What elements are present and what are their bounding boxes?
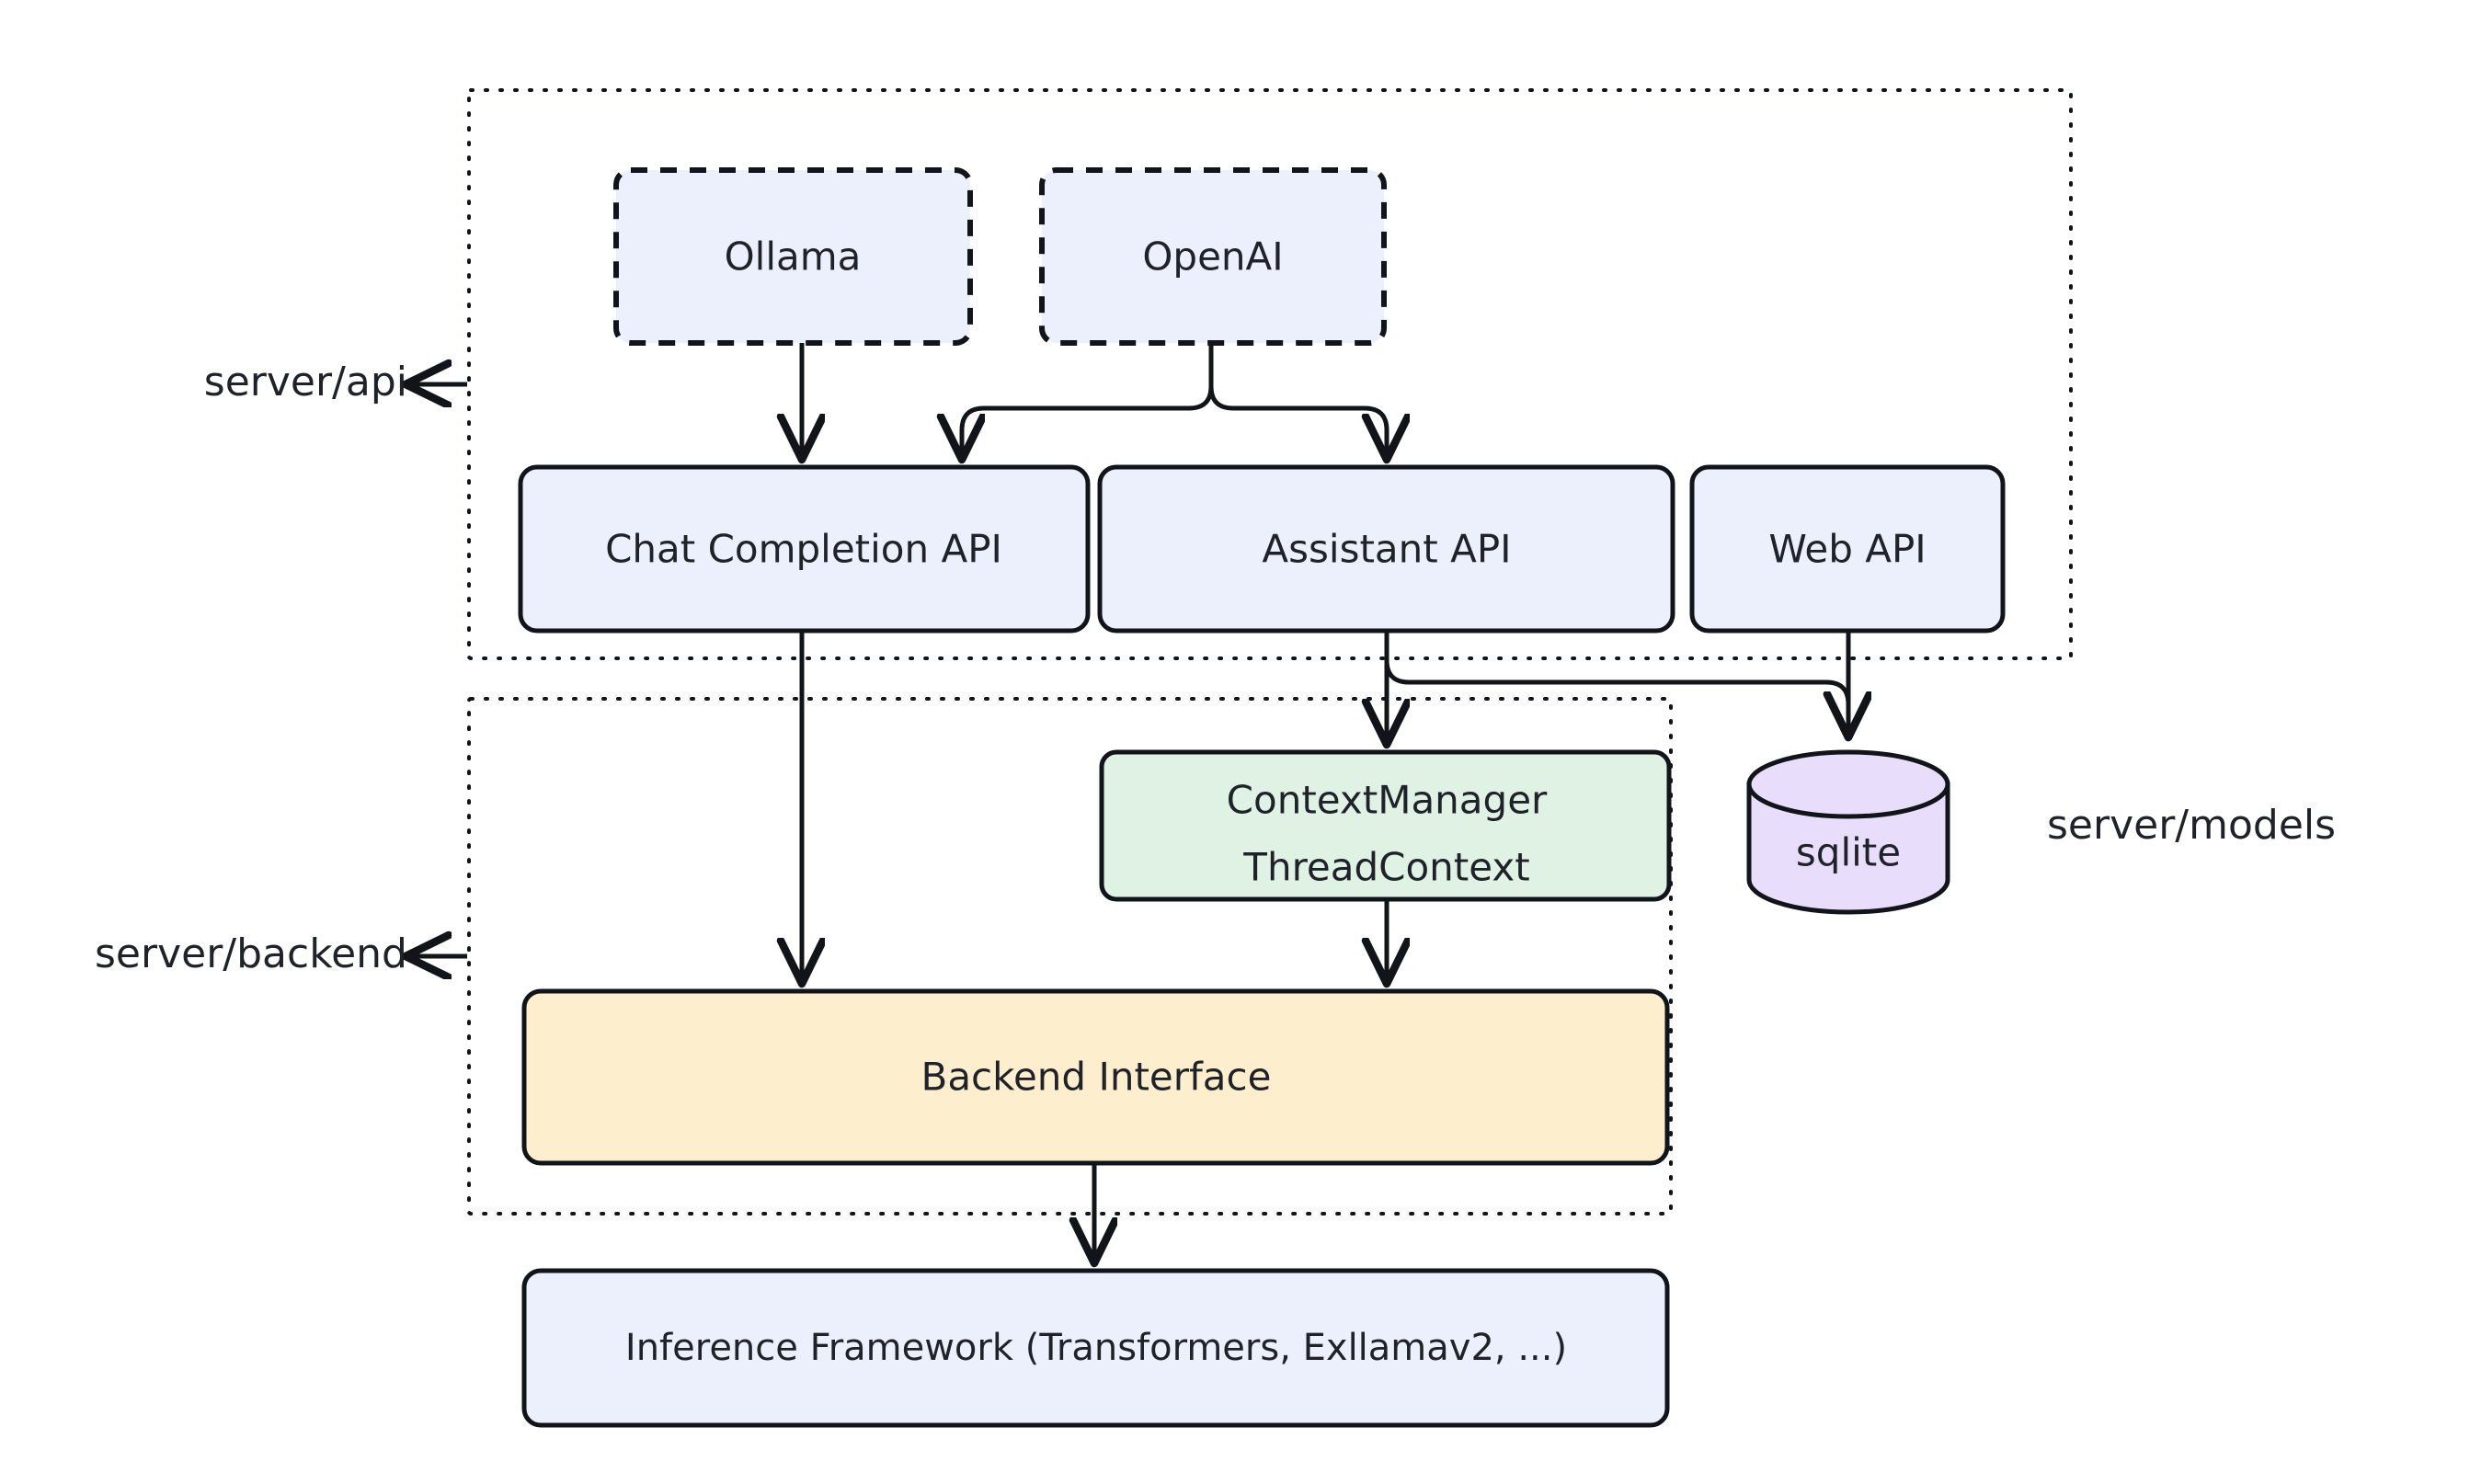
group-label-server-backend: server/backend — [95, 930, 407, 977]
node-chat-completion-api[interactable]: Chat Completion API — [518, 464, 1091, 634]
node-openai-label: OpenAI — [1142, 234, 1283, 280]
group-container-server-backend — [467, 697, 1673, 1216]
node-sqlite-label: sqlite — [1796, 830, 1901, 875]
node-assistant-api-label: Assistant API — [1262, 527, 1511, 572]
node-context-manager-label-line2: ThreadContext — [1242, 845, 1529, 890]
node-assistant-api[interactable]: Assistant API — [1097, 464, 1675, 634]
node-web-api-label: Web API — [1768, 527, 1926, 572]
node-backend-interface[interactable]: Backend Interface — [521, 988, 1670, 1166]
edge-assistant-api-to-sqlite — [1384, 632, 1848, 736]
group-label-server-models: server/models — [2047, 802, 2336, 849]
node-ollama-label: Ollama — [725, 234, 862, 280]
group-label-server-api: server/api — [204, 359, 407, 405]
node-sqlite[interactable]: sqlite — [1746, 749, 1950, 915]
node-backend-interface-label: Backend Interface — [921, 1055, 1272, 1100]
node-openai[interactable]: OpenAI — [1039, 167, 1387, 346]
edge-openai-to-chat-completion-api — [962, 342, 1214, 458]
node-web-api[interactable]: Web API — [1689, 464, 2006, 634]
edge-openai-to-assistant-api — [1208, 342, 1387, 458]
node-inference-framework[interactable]: Inference Framework (Transformers, Exlla… — [521, 1268, 1670, 1428]
node-inference-framework-label: Inference Framework (Transformers, Exlla… — [625, 1327, 1567, 1369]
group-container-server-api — [467, 88, 2073, 660]
node-context-manager-label-line1: ContextManager — [1227, 778, 1548, 823]
node-ollama[interactable]: Ollama — [613, 167, 973, 346]
node-chat-completion-api-label: Chat Completion API — [605, 527, 1002, 572]
node-context-manager[interactable]: ContextManager ThreadContext — [1099, 749, 1672, 902]
